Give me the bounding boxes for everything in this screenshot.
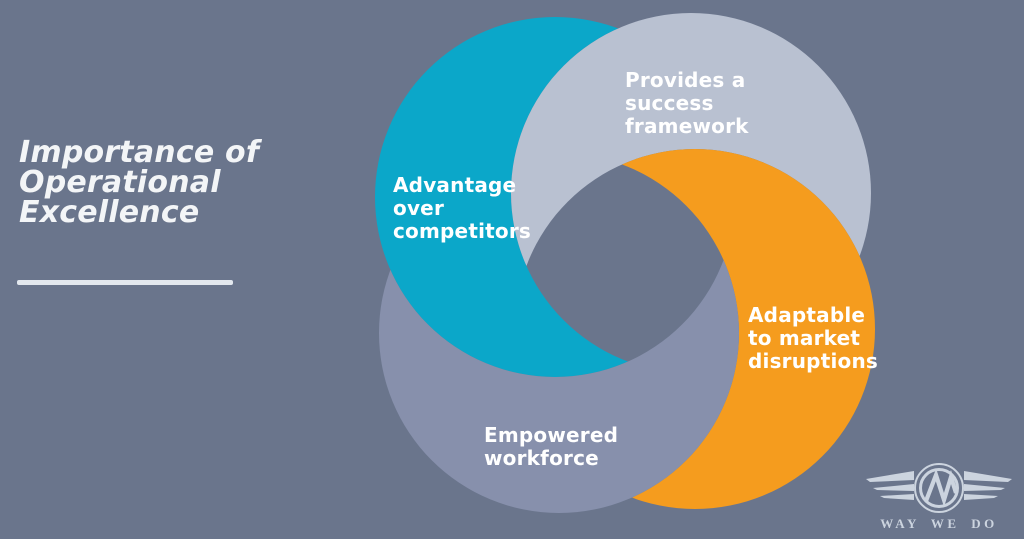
winged-emblem-icon: WAY WE DO: [866, 463, 1012, 531]
segment-empowered-shape: [379, 153, 739, 513]
segment-label-empowered-workforce: Empowered workforce: [484, 423, 619, 470]
segment-label-adaptable-market-disruptions: Adaptable to market disruptions: [748, 303, 878, 373]
title-underline: [17, 280, 233, 285]
brand-logo: WAY WE DO: [860, 460, 1020, 534]
brand-name: WAY WE DO: [880, 516, 998, 531]
segment-label-provides-success-framework: Provides a success framework: [625, 68, 749, 138]
title-block: Importance of Operational Excellence: [19, 138, 319, 228]
page-title: Importance of Operational Excellence: [19, 135, 260, 230]
segment-label-advantage-over-competitors: Advantage over competitors: [393, 173, 532, 243]
